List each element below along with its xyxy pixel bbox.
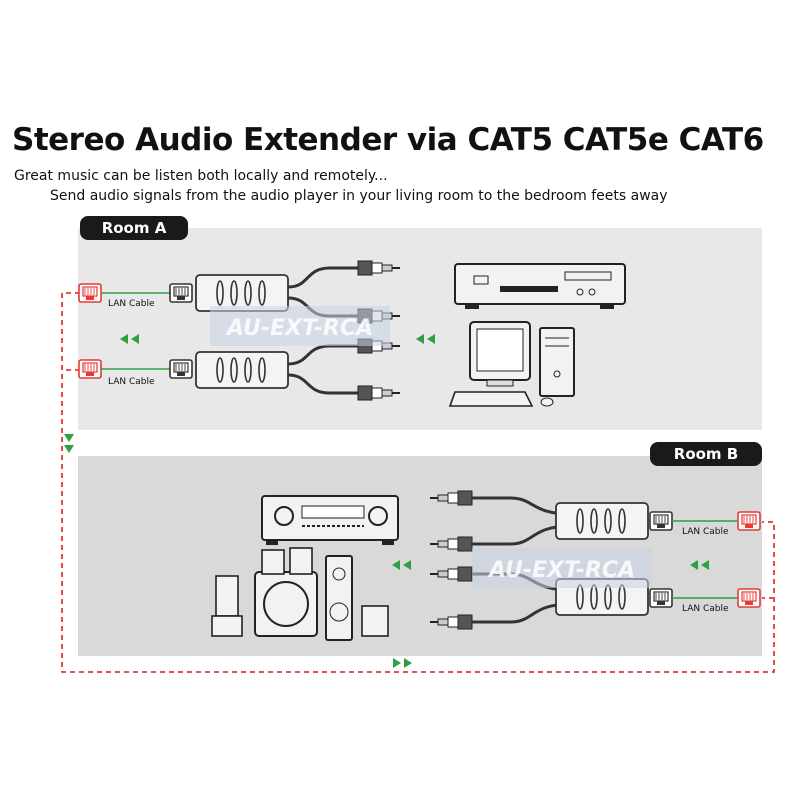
rj45-jack-icon [649, 588, 673, 608]
speaker-system-icon [211, 547, 389, 641]
extender-box-icon [195, 351, 289, 389]
network-dashed-line [61, 292, 775, 673]
page-title: Stereo Audio Extender via CAT5 CAT5e CAT… [12, 122, 764, 158]
arrow-right-icon [393, 658, 412, 668]
lan-cable-label: LAN Cable [108, 377, 155, 387]
rj45-jack-icon [649, 511, 673, 531]
rj45-jack-icon [169, 359, 193, 379]
extender-box-icon [195, 274, 289, 312]
rj45-jack-icon [737, 588, 761, 608]
lan-cable-label: LAN Cable [682, 527, 729, 537]
arrow-down-icon [64, 434, 74, 453]
room-b-tag: Room B [650, 442, 762, 466]
subtitle-line-1: Great music can be listen both locally a… [14, 168, 388, 184]
rj45-jack-icon [78, 283, 102, 303]
av-receiver-icon [261, 495, 399, 545]
room-a-label: Room A [102, 219, 167, 237]
rj45-jack-icon [78, 359, 102, 379]
rj45-jack-icon [737, 511, 761, 531]
rj45-jack-icon [169, 283, 193, 303]
dvd-player-icon [454, 263, 626, 309]
subtitle-line-2: Send audio signals from the audio player… [50, 188, 668, 204]
extender-box-icon [555, 502, 649, 540]
watermark-band [210, 306, 390, 346]
room-a-tag: Room A [80, 216, 188, 240]
lan-cable-label: LAN Cable [108, 299, 155, 309]
lan-cable-label: LAN Cable [682, 604, 729, 614]
room-b-panel [78, 456, 762, 656]
computer-icon [448, 321, 575, 407]
watermark-band [472, 548, 652, 588]
room-b-label: Room B [674, 445, 738, 463]
watermark-text: AU-EXT-RCA [487, 558, 635, 583]
rca-cable [287, 344, 360, 395]
watermark-text: AU-EXT-RCA [225, 316, 373, 341]
room-a-panel [78, 228, 762, 430]
